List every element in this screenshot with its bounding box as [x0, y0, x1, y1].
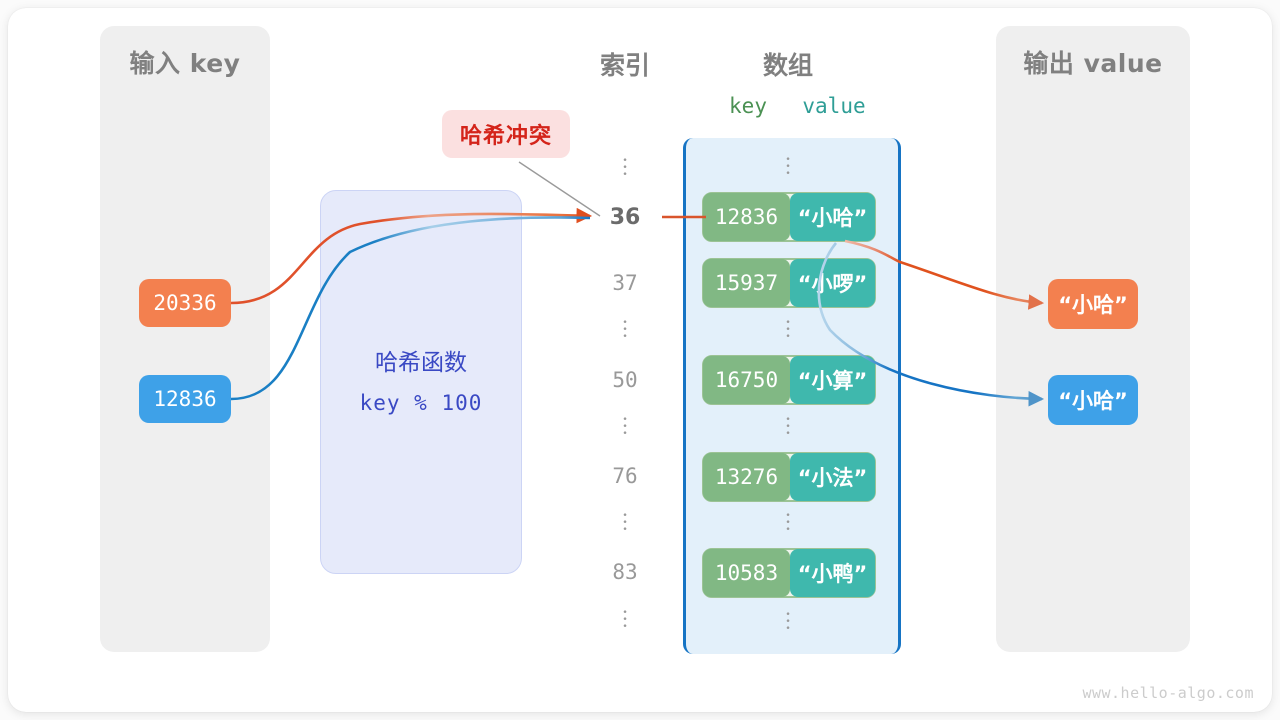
bucket-row[interactable]: 13276 “小法”: [702, 452, 876, 502]
index-ellipsis: •••: [622, 156, 628, 180]
hash-collision-badge: 哈希冲突: [442, 110, 571, 158]
bucket-row[interactable]: 10583 “小鸭”: [702, 548, 876, 598]
input-panel: 输入 key: [100, 26, 270, 652]
index-label-37: 37: [612, 271, 638, 295]
hash-function-formula: key % 100: [359, 391, 483, 415]
bucket-key: 12836: [703, 193, 790, 241]
bucket-value: “小哈”: [789, 193, 875, 241]
bucket-key: 13276: [703, 453, 790, 501]
output-panel: 输出 value: [996, 26, 1190, 652]
index-ellipsis: •••: [622, 511, 628, 535]
array-ellipsis: •••: [785, 318, 791, 342]
input-key-chip-2[interactable]: 12836: [139, 375, 231, 423]
array-ellipsis: •••: [785, 610, 791, 634]
bucket-row[interactable]: 16750 “小算”: [702, 355, 876, 405]
bucket-row[interactable]: 15937 “小啰”: [702, 258, 876, 308]
array-ellipsis: •••: [785, 155, 791, 179]
bucket-key: 15937: [703, 259, 790, 307]
index-ellipsis: •••: [622, 415, 628, 439]
bucket-value: “小啰”: [789, 259, 875, 307]
input-key-chip-1[interactable]: 20336: [139, 279, 231, 327]
output-panel-title: 输出 value: [1023, 49, 1163, 78]
array-ellipsis: •••: [785, 511, 791, 535]
output-value-chip-1[interactable]: “小哈”: [1048, 279, 1138, 329]
index-ellipsis: •••: [622, 318, 628, 342]
bucket-value: “小法”: [789, 453, 875, 501]
output-value-chip-2[interactable]: “小哈”: [1048, 375, 1138, 425]
bucket-key: 10583: [703, 549, 790, 597]
array-ellipsis: •••: [785, 415, 791, 439]
hash-function-title: 哈希函数: [375, 350, 467, 376]
watermark: www.hello-algo.com: [1082, 684, 1254, 702]
index-label-83: 83: [612, 560, 638, 584]
input-panel-title: 输入 key: [129, 49, 241, 78]
bucket-value: “小鸭”: [789, 549, 875, 597]
index-label-36: 36: [609, 205, 641, 230]
hash-function-box: 哈希函数 key % 100: [320, 190, 522, 574]
value-subheader: value: [802, 94, 866, 118]
bucket-value: “小算”: [789, 356, 875, 404]
index-ellipsis: •••: [622, 608, 628, 632]
index-column-header: 索引: [599, 51, 650, 80]
key-subheader: key: [729, 94, 767, 118]
bucket-row[interactable]: 12836 “小哈”: [702, 192, 876, 242]
array-column-header: 数组: [762, 51, 813, 80]
index-label-50: 50: [612, 368, 638, 392]
index-label-76: 76: [612, 464, 638, 488]
bucket-key: 16750: [703, 356, 790, 404]
